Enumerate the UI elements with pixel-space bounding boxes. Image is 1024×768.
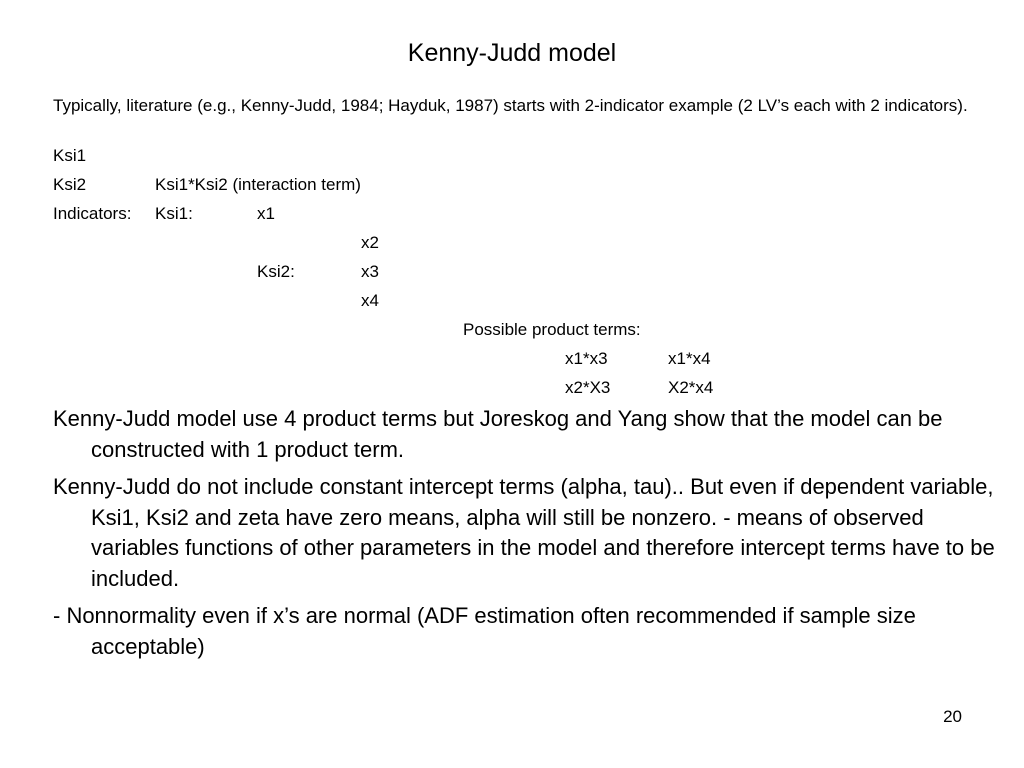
slide-title: Kenny-Judd model	[407, 39, 617, 67]
ksi2-indicator-label: Ksi2:	[257, 262, 295, 281]
indicator-x2: x2	[361, 233, 379, 252]
ksi1-text: Ksi1	[53, 146, 87, 165]
intro-text: Typically, literature (e.g., Kenny-Judd,…	[53, 96, 968, 115]
product-term-x1x4: x1*x4	[668, 349, 711, 368]
product-term-x2x4: X2*x4	[668, 378, 714, 397]
product-term-x1x3: x1*x3	[565, 349, 608, 368]
page-number: 20	[943, 707, 962, 726]
interaction-term-text: Ksi1*Ksi2 (interaction term)	[155, 175, 361, 194]
paragraph-nonnormality: - Nonnormality even if x’s are normal (A…	[53, 603, 916, 659]
ksi1-indicator-label: Ksi1:	[155, 204, 193, 223]
indicator-x1: x1	[257, 204, 275, 223]
product-term-x2x3: x2*X3	[565, 378, 611, 397]
paragraph-product-terms: Kenny-Judd model use 4 product terms but…	[53, 406, 943, 462]
indicator-x3: x3	[361, 262, 379, 281]
indicators-label: Indicators:	[53, 204, 132, 223]
possible-product-terms-label: Possible product terms:	[463, 320, 641, 339]
paragraph-intercept-terms: Kenny-Judd do not include constant inter…	[53, 474, 995, 591]
indicator-x4: x4	[361, 291, 379, 310]
ksi2-text: Ksi2	[53, 175, 87, 194]
